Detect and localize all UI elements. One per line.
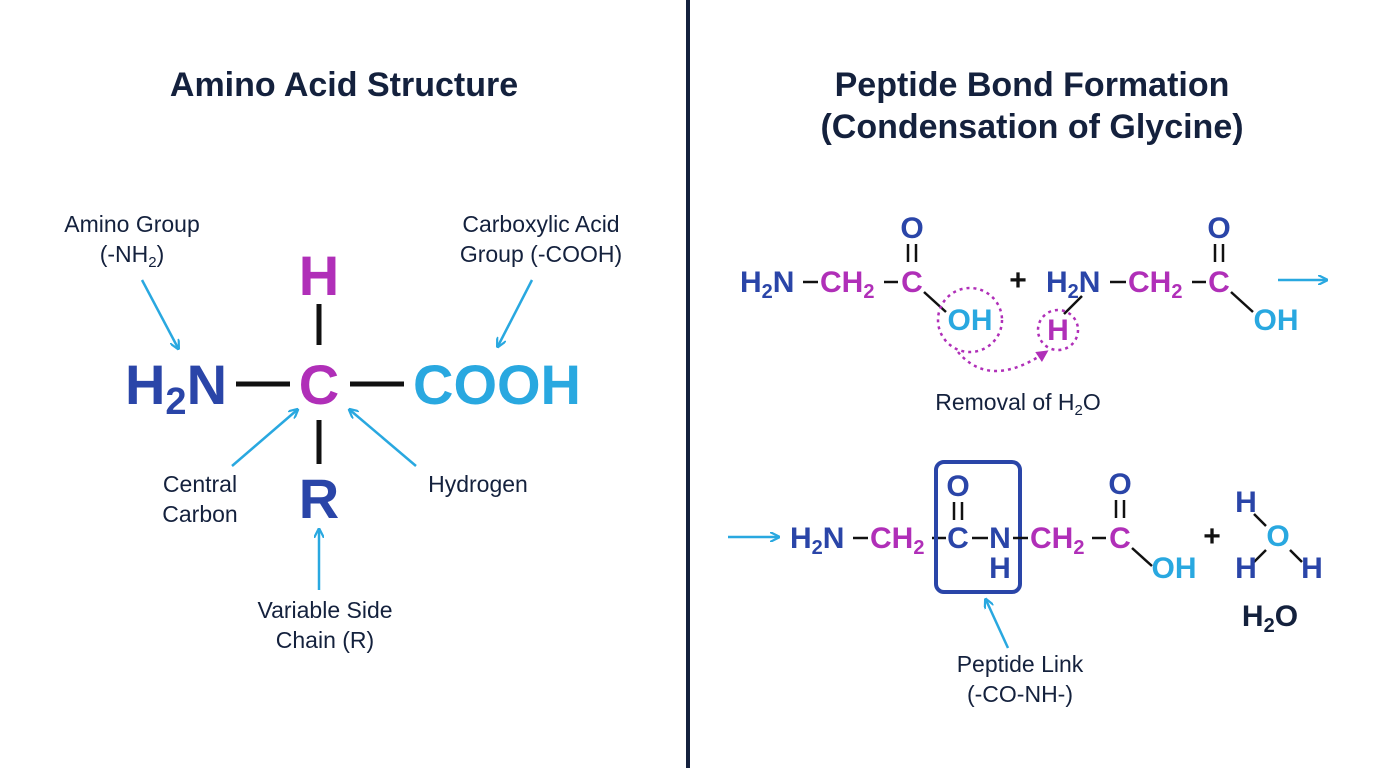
water-h-top: H [1235, 486, 1257, 519]
removal-of-water-label: Removal of H2O [935, 389, 1101, 419]
amino-group-formula-label: (-NH2) [100, 241, 165, 271]
arrow-hydrogen [350, 410, 417, 467]
glycine2-carbon: C [1208, 266, 1230, 299]
carboxyl-group-label-line2: Group (-COOH) [460, 241, 622, 267]
arrow-carboxyl-group [498, 279, 534, 346]
hydrogen-label: Hydrogen [428, 471, 528, 497]
central-carbon-label: Central [163, 471, 237, 497]
water-oxygen: O [1266, 520, 1289, 553]
water-h-left: H [1235, 552, 1257, 585]
central-carbon-label-line2: Carbon [162, 501, 237, 527]
peptide-nitrogen: N [989, 522, 1011, 555]
g2-h-highlight [1036, 308, 1080, 352]
water-bond-left [1253, 549, 1267, 563]
right-title: Peptide Bond Formation [835, 66, 1230, 104]
peptide-carbonyl-oxygen: O [946, 470, 969, 503]
central-carbon: C [299, 353, 339, 416]
reactant-plus: + [1009, 264, 1027, 297]
dp-bond-c-oh [1131, 547, 1153, 567]
g1-bond-c-oh [923, 291, 947, 313]
carboxyl-group-label: Carboxylic Acid [462, 211, 619, 237]
glycine2-amine-h: H [1047, 314, 1069, 347]
product-plus: + [1203, 520, 1221, 553]
amino-group-label: Amino Group [64, 211, 200, 237]
side-chain-label: Variable Side [257, 597, 392, 623]
glycine1-h2n: H2N [740, 266, 794, 303]
glycine2-oxygen: O [1207, 212, 1230, 245]
left-title: Amino Acid Structure [170, 66, 518, 104]
arrow-peptide-link [986, 600, 1010, 649]
peptide-link-label: Peptide Link [957, 651, 1084, 677]
g2-bond-c-oh [1230, 291, 1254, 313]
side-chain-label-line2: Chain (R) [276, 627, 374, 653]
water-h-right: H [1301, 552, 1323, 585]
glycine2-oh: OH [1254, 304, 1299, 337]
carboxyl-group-formula: COOH [413, 353, 581, 416]
glycine1-ch2: CH2 [820, 266, 874, 303]
arrow-amino-group [140, 279, 178, 348]
dipeptide-oh: OH [1152, 552, 1197, 585]
peptide-link-formula-label: (-CO-NH-) [967, 681, 1073, 707]
glycine1-carbon: C [901, 266, 923, 299]
water-formula: H2O [1242, 600, 1298, 637]
water-bond-top [1253, 513, 1267, 527]
side-chain-r: R [299, 467, 339, 530]
dipeptide-h2n: H2N [790, 522, 844, 559]
glycine2-h2n: H2N [1046, 266, 1100, 303]
amino-group-formula: H2N [125, 353, 227, 423]
peptide-link-box [934, 460, 1022, 594]
dipeptide-carbon-terminal: C [1109, 522, 1131, 555]
amino-h-top: H [299, 244, 339, 307]
peptide-carbon: C [947, 522, 969, 555]
water-bond-right [1289, 549, 1303, 563]
dipeptide-ch2-2: CH2 [1030, 522, 1084, 559]
g1-oh-highlight [936, 286, 1004, 354]
g2-bond-n-h [1063, 295, 1083, 315]
right-subtitle: (Condensation of Glycine) [820, 108, 1243, 146]
glycine1-oh: OH [948, 304, 993, 337]
dipeptide-ch2-1: CH2 [870, 522, 924, 559]
removal-arrow [957, 350, 1049, 373]
glycine1-oxygen: O [900, 212, 923, 245]
dipeptide-terminal-oxygen: O [1108, 468, 1131, 501]
peptide-nitrogen-h: H [989, 552, 1011, 585]
glycine2-ch2: CH2 [1128, 266, 1182, 303]
arrow-central-carbon [231, 410, 297, 467]
